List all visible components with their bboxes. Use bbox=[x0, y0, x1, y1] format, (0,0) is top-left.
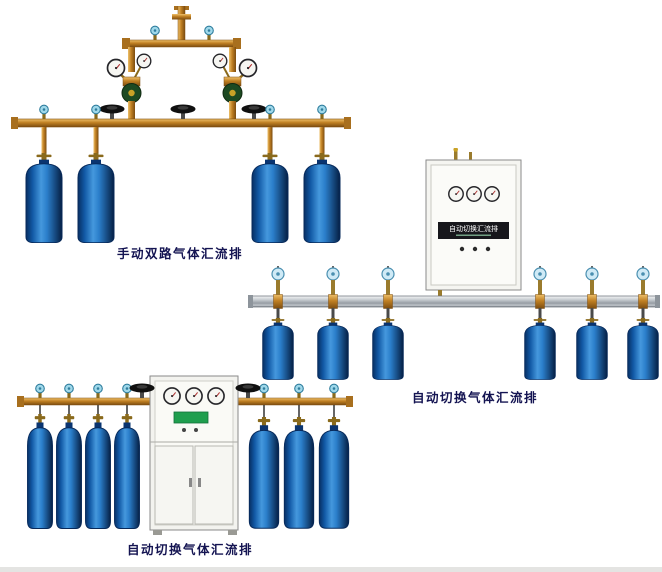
gas-cylinder bbox=[77, 127, 115, 244]
gas-cylinder bbox=[283, 416, 315, 529]
manifold-header-pipe bbox=[11, 104, 351, 129]
pressure-regulator-left bbox=[106, 53, 152, 119]
cylinder-valve-knob-icon bbox=[317, 104, 327, 120]
cabinet-gauge-icon bbox=[163, 387, 181, 405]
cylinder-valve-knob-icon bbox=[259, 383, 269, 399]
cylinder-valve-knob-icon bbox=[35, 383, 45, 399]
cabinet-gauge-icon bbox=[448, 186, 464, 202]
cylinder-valve-knob-icon bbox=[93, 383, 103, 399]
pressure-gauge-icon bbox=[106, 58, 126, 78]
caption-auto-floor-manifold: 自动切换气体汇流排 bbox=[126, 542, 253, 557]
gas-cylinder bbox=[113, 413, 141, 530]
cylinder-valve-knob-icon bbox=[329, 383, 339, 399]
gas-cylinder bbox=[303, 127, 341, 244]
pipe-valve-knob-icon bbox=[150, 25, 160, 41]
cabinet-label: 自动切换汇流排 bbox=[449, 224, 498, 233]
cabinet-gauge-icon bbox=[185, 387, 203, 405]
manifold-top-piping bbox=[122, 6, 241, 72]
cabinet-gauge-icon bbox=[466, 186, 482, 202]
auto-wall-manifold-photo: 自动切换汇流排 bbox=[248, 148, 660, 380]
manifold-rail bbox=[248, 295, 660, 308]
pressure-regulator-right bbox=[212, 53, 258, 119]
cylinder-valve-knob-icon bbox=[122, 383, 132, 399]
page-bottom-rule bbox=[0, 567, 662, 572]
cylinder-valve-knob-icon bbox=[39, 104, 49, 120]
gas-cylinder bbox=[318, 416, 350, 529]
pressure-gauge-icon bbox=[238, 58, 258, 78]
gas-cylinder bbox=[251, 127, 289, 244]
cylinder-station bbox=[627, 266, 659, 380]
pressure-gauge-icon bbox=[212, 53, 228, 69]
cylinder-valve-knob-icon bbox=[91, 104, 101, 120]
gas-cylinder bbox=[248, 416, 280, 529]
cylinder-station bbox=[262, 266, 294, 380]
cylinder-station bbox=[524, 266, 556, 380]
auto-floor-manifold-photo bbox=[17, 375, 353, 535]
cylinder-valve-knob-icon bbox=[265, 104, 275, 120]
control-cabinet: 自动切换汇流排 bbox=[425, 148, 522, 297]
valve-handwheel-icon bbox=[241, 104, 267, 119]
gas-cylinder bbox=[84, 413, 112, 530]
valve-handwheel-icon bbox=[170, 104, 196, 119]
control-cabinet bbox=[149, 375, 239, 535]
pipe-valve-knob-icon bbox=[204, 25, 214, 41]
cabinet-gauge-icon bbox=[484, 186, 500, 202]
gas-cylinder bbox=[25, 127, 63, 244]
cylinder-valve-knob-icon bbox=[294, 383, 304, 399]
cylinder-station bbox=[372, 266, 404, 380]
valve-handwheel-icon bbox=[235, 383, 261, 398]
cylinder-station bbox=[317, 266, 349, 380]
cylinder-valve-knob-icon bbox=[64, 383, 74, 399]
caption-auto-wall-manifold: 自动切换气体汇流排 bbox=[411, 390, 538, 405]
valve-handwheel-icon bbox=[99, 104, 125, 119]
gas-cylinder bbox=[55, 413, 83, 530]
caption-manual-manifold: 手动双路气体汇流排 bbox=[116, 246, 243, 261]
gas-cylinder bbox=[26, 413, 54, 530]
cylinder-station bbox=[576, 266, 608, 380]
manual-manifold-photo bbox=[11, 6, 351, 244]
cabinet-gauge-icon bbox=[207, 387, 225, 405]
pressure-gauge-icon bbox=[136, 53, 152, 69]
